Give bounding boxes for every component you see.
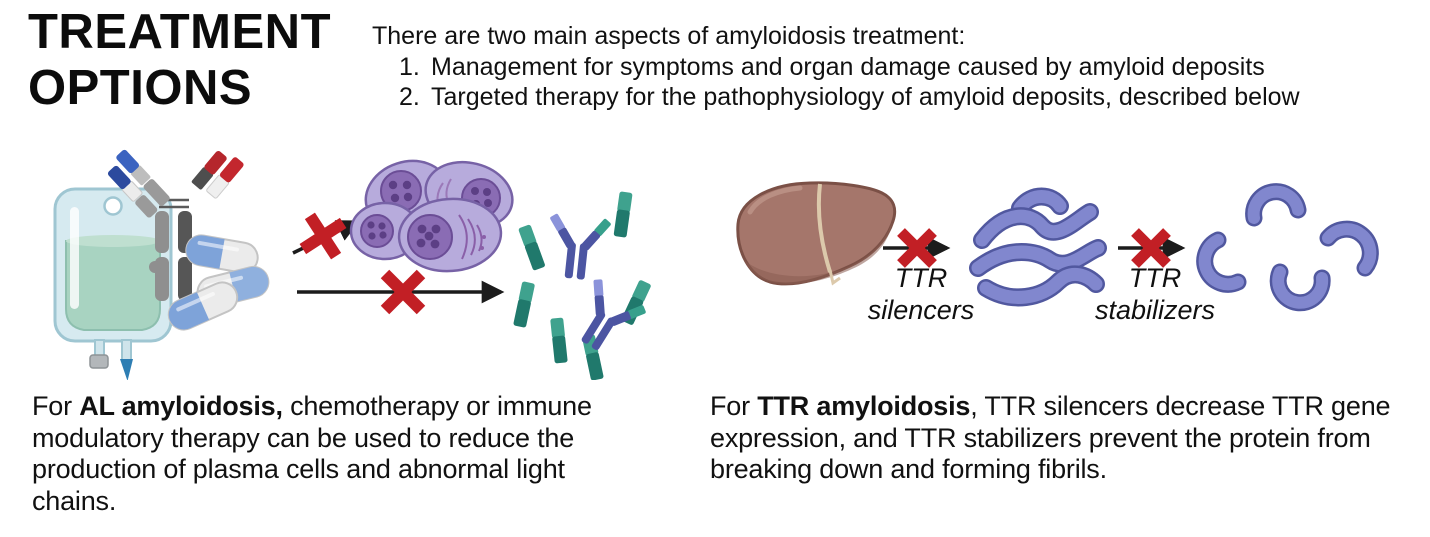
list-text: Targeted therapy for the pathophysiology… xyxy=(431,83,1300,111)
ttr-stabilizers-line1: TTR xyxy=(1128,263,1182,293)
al-caption-bold: AL amyloidosis, xyxy=(79,391,283,421)
blocked-arrow-ttr-stabilizers xyxy=(1118,228,1186,268)
ttr-monomers-icon xyxy=(1196,183,1379,312)
intro-list-item-2: 2. Targeted therapy for the pathophysiol… xyxy=(372,82,1430,113)
blocked-arrow-to-light-chains xyxy=(297,269,505,315)
ttr-caption-rest: , TTR silencers decrease TTR gene expres… xyxy=(710,391,1391,485)
ttr-amyloidosis-illustration: TTR silencers TTR stabilizers xyxy=(720,160,1380,345)
ttr-caption: For TTR amyloidosis, TTR silencers decre… xyxy=(710,391,1425,486)
mini-antibody-icon xyxy=(550,213,611,280)
antibody-icon xyxy=(107,149,244,301)
red-x-icon xyxy=(1131,228,1171,268)
liver-icon xyxy=(736,181,897,286)
al-caption-prefix: For xyxy=(32,391,80,421)
list-number: 1. xyxy=(399,52,420,81)
mini-antibody-icon xyxy=(581,279,646,350)
ttr-tetramer-icon xyxy=(969,187,1107,307)
ttr-caption-bold: TTR amyloidosis xyxy=(757,391,971,421)
blocked-arrow-ttr-silencers xyxy=(883,228,951,268)
ttr-caption-prefix: For xyxy=(710,391,758,421)
antibody-right-arm xyxy=(191,150,244,199)
intro-text-block: There are two main aspects of amyloidosi… xyxy=(372,21,1430,113)
al-amyloidosis-illustration xyxy=(35,145,660,380)
iv-bag-icon xyxy=(53,187,173,380)
list-text: Management for symptoms and organ damage… xyxy=(431,52,1265,81)
red-x-icon xyxy=(299,212,347,260)
list-number: 2. xyxy=(399,83,420,111)
ttr-silencers-line1: TTR xyxy=(894,263,948,293)
page-title: TREATMENT OPTIONS xyxy=(28,5,331,116)
red-x-icon xyxy=(897,228,937,268)
ttr-silencers-label: TTR silencers xyxy=(850,262,992,327)
antibody-left-arm xyxy=(107,149,170,218)
free-light-chains-icon xyxy=(513,191,651,380)
al-caption-rest: chemotherapy or immune modulatory therap… xyxy=(32,391,592,516)
plasma-cells-icon xyxy=(349,159,514,273)
red-x-icon xyxy=(380,269,426,315)
ttr-stabilizers-label: TTR stabilizers xyxy=(1078,262,1232,327)
blocked-arrow-to-plasma-cells xyxy=(292,212,361,260)
ttr-silencers-line2: silencers xyxy=(867,295,975,326)
intro-list-item-1: 1. Management for symptoms and organ dam… xyxy=(372,52,1430,83)
al-caption: For AL amyloidosis, chemotherapy or immu… xyxy=(32,391,620,517)
ttr-stabilizers-line2: stabilizers xyxy=(1094,295,1216,326)
pills-icon xyxy=(167,234,270,331)
intro-heading: There are two main aspects of amyloidosi… xyxy=(372,22,966,50)
